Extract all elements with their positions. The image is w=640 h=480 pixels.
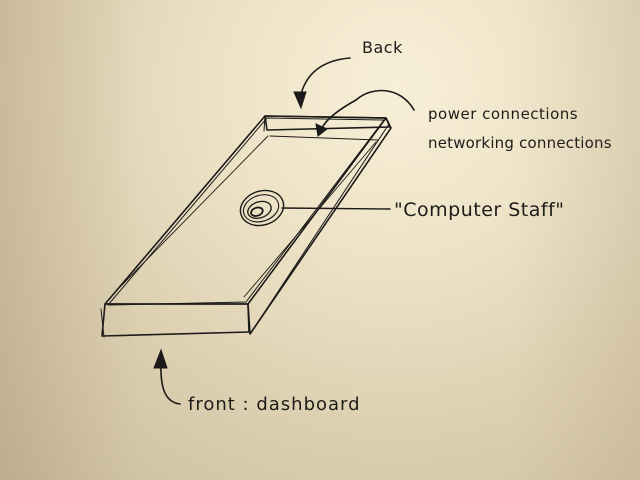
rim-line-left xyxy=(118,136,268,289)
device-box xyxy=(101,116,391,337)
back-arrow-shaft xyxy=(300,58,350,98)
computer-component xyxy=(236,185,288,231)
right-side-retrace xyxy=(252,124,389,331)
connections-arrow-shaft xyxy=(322,91,414,128)
right-side-face xyxy=(248,118,391,334)
front-arrow-head xyxy=(154,350,167,368)
left-depth-line xyxy=(264,116,265,131)
rim-line-right xyxy=(244,142,376,297)
back-arrow-head xyxy=(294,92,306,108)
front-face xyxy=(102,304,249,336)
power-connections-label: power connections xyxy=(428,105,578,123)
top-face-outline xyxy=(105,116,386,304)
component-mid xyxy=(246,199,274,222)
top-face-outline-retrace xyxy=(108,118,384,305)
networking-connections-label: networking connections xyxy=(428,134,612,152)
front-dashboard-label: front : dashboard xyxy=(188,394,361,415)
component-core xyxy=(250,206,264,217)
back-arrow xyxy=(294,58,350,108)
back-label: Back xyxy=(362,38,403,57)
rim-line-back xyxy=(270,136,378,140)
front-arrow xyxy=(154,350,180,404)
computer-staff-label: "Computer Staff" xyxy=(394,199,565,221)
connections-arrow-head xyxy=(316,124,327,136)
computer-leader-line xyxy=(282,208,390,209)
